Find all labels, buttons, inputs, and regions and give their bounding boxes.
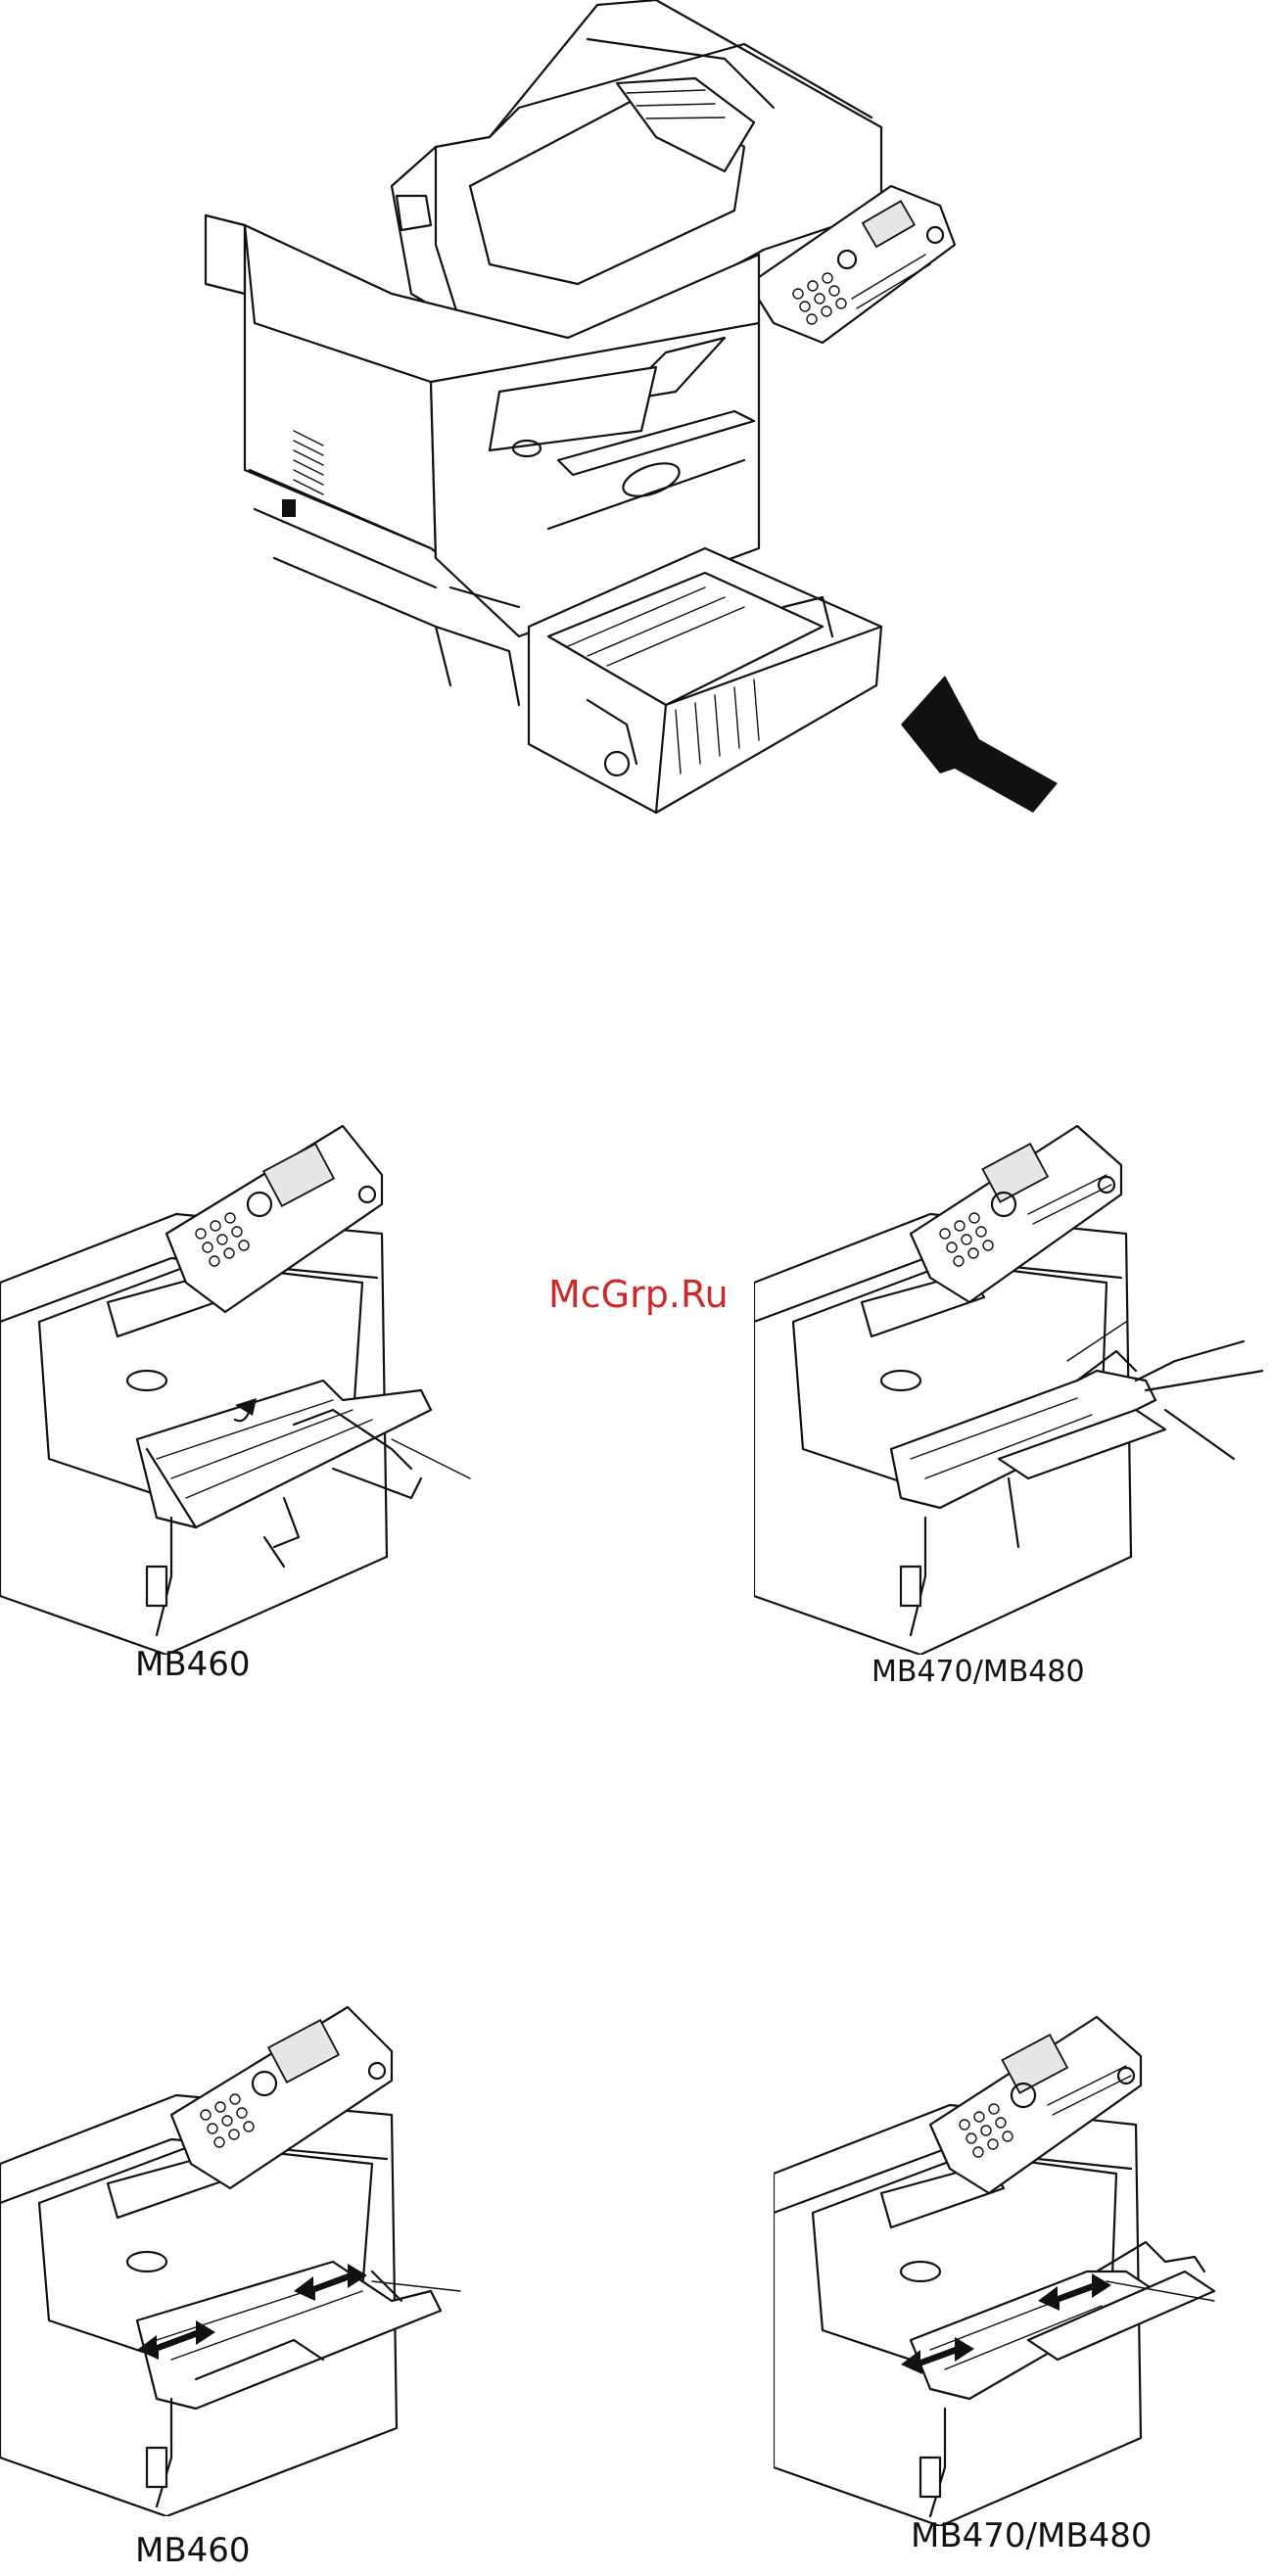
figure-mfp-tray-insert bbox=[196, 0, 1077, 842]
caption-mb460-top: MB460 bbox=[135, 1645, 251, 1684]
caption-mb470-bottom: MB470/MB480 bbox=[911, 2516, 1153, 2555]
figure-mb460-guides-adjust bbox=[0, 1968, 490, 2516]
insert-arrow-icon bbox=[901, 676, 1058, 813]
caption-mb460-bottom: MB460 bbox=[135, 2531, 251, 2570]
figure-mb470-mp-tray-open bbox=[754, 1087, 1263, 1655]
figure-mb470-guides-adjust bbox=[774, 1978, 1263, 2526]
caption-mb470-top: MB470/MB480 bbox=[872, 1655, 1085, 1689]
figure-mb460-mp-tray-open bbox=[0, 1087, 490, 1655]
watermark-text: McGrp.Ru bbox=[548, 1273, 729, 1316]
